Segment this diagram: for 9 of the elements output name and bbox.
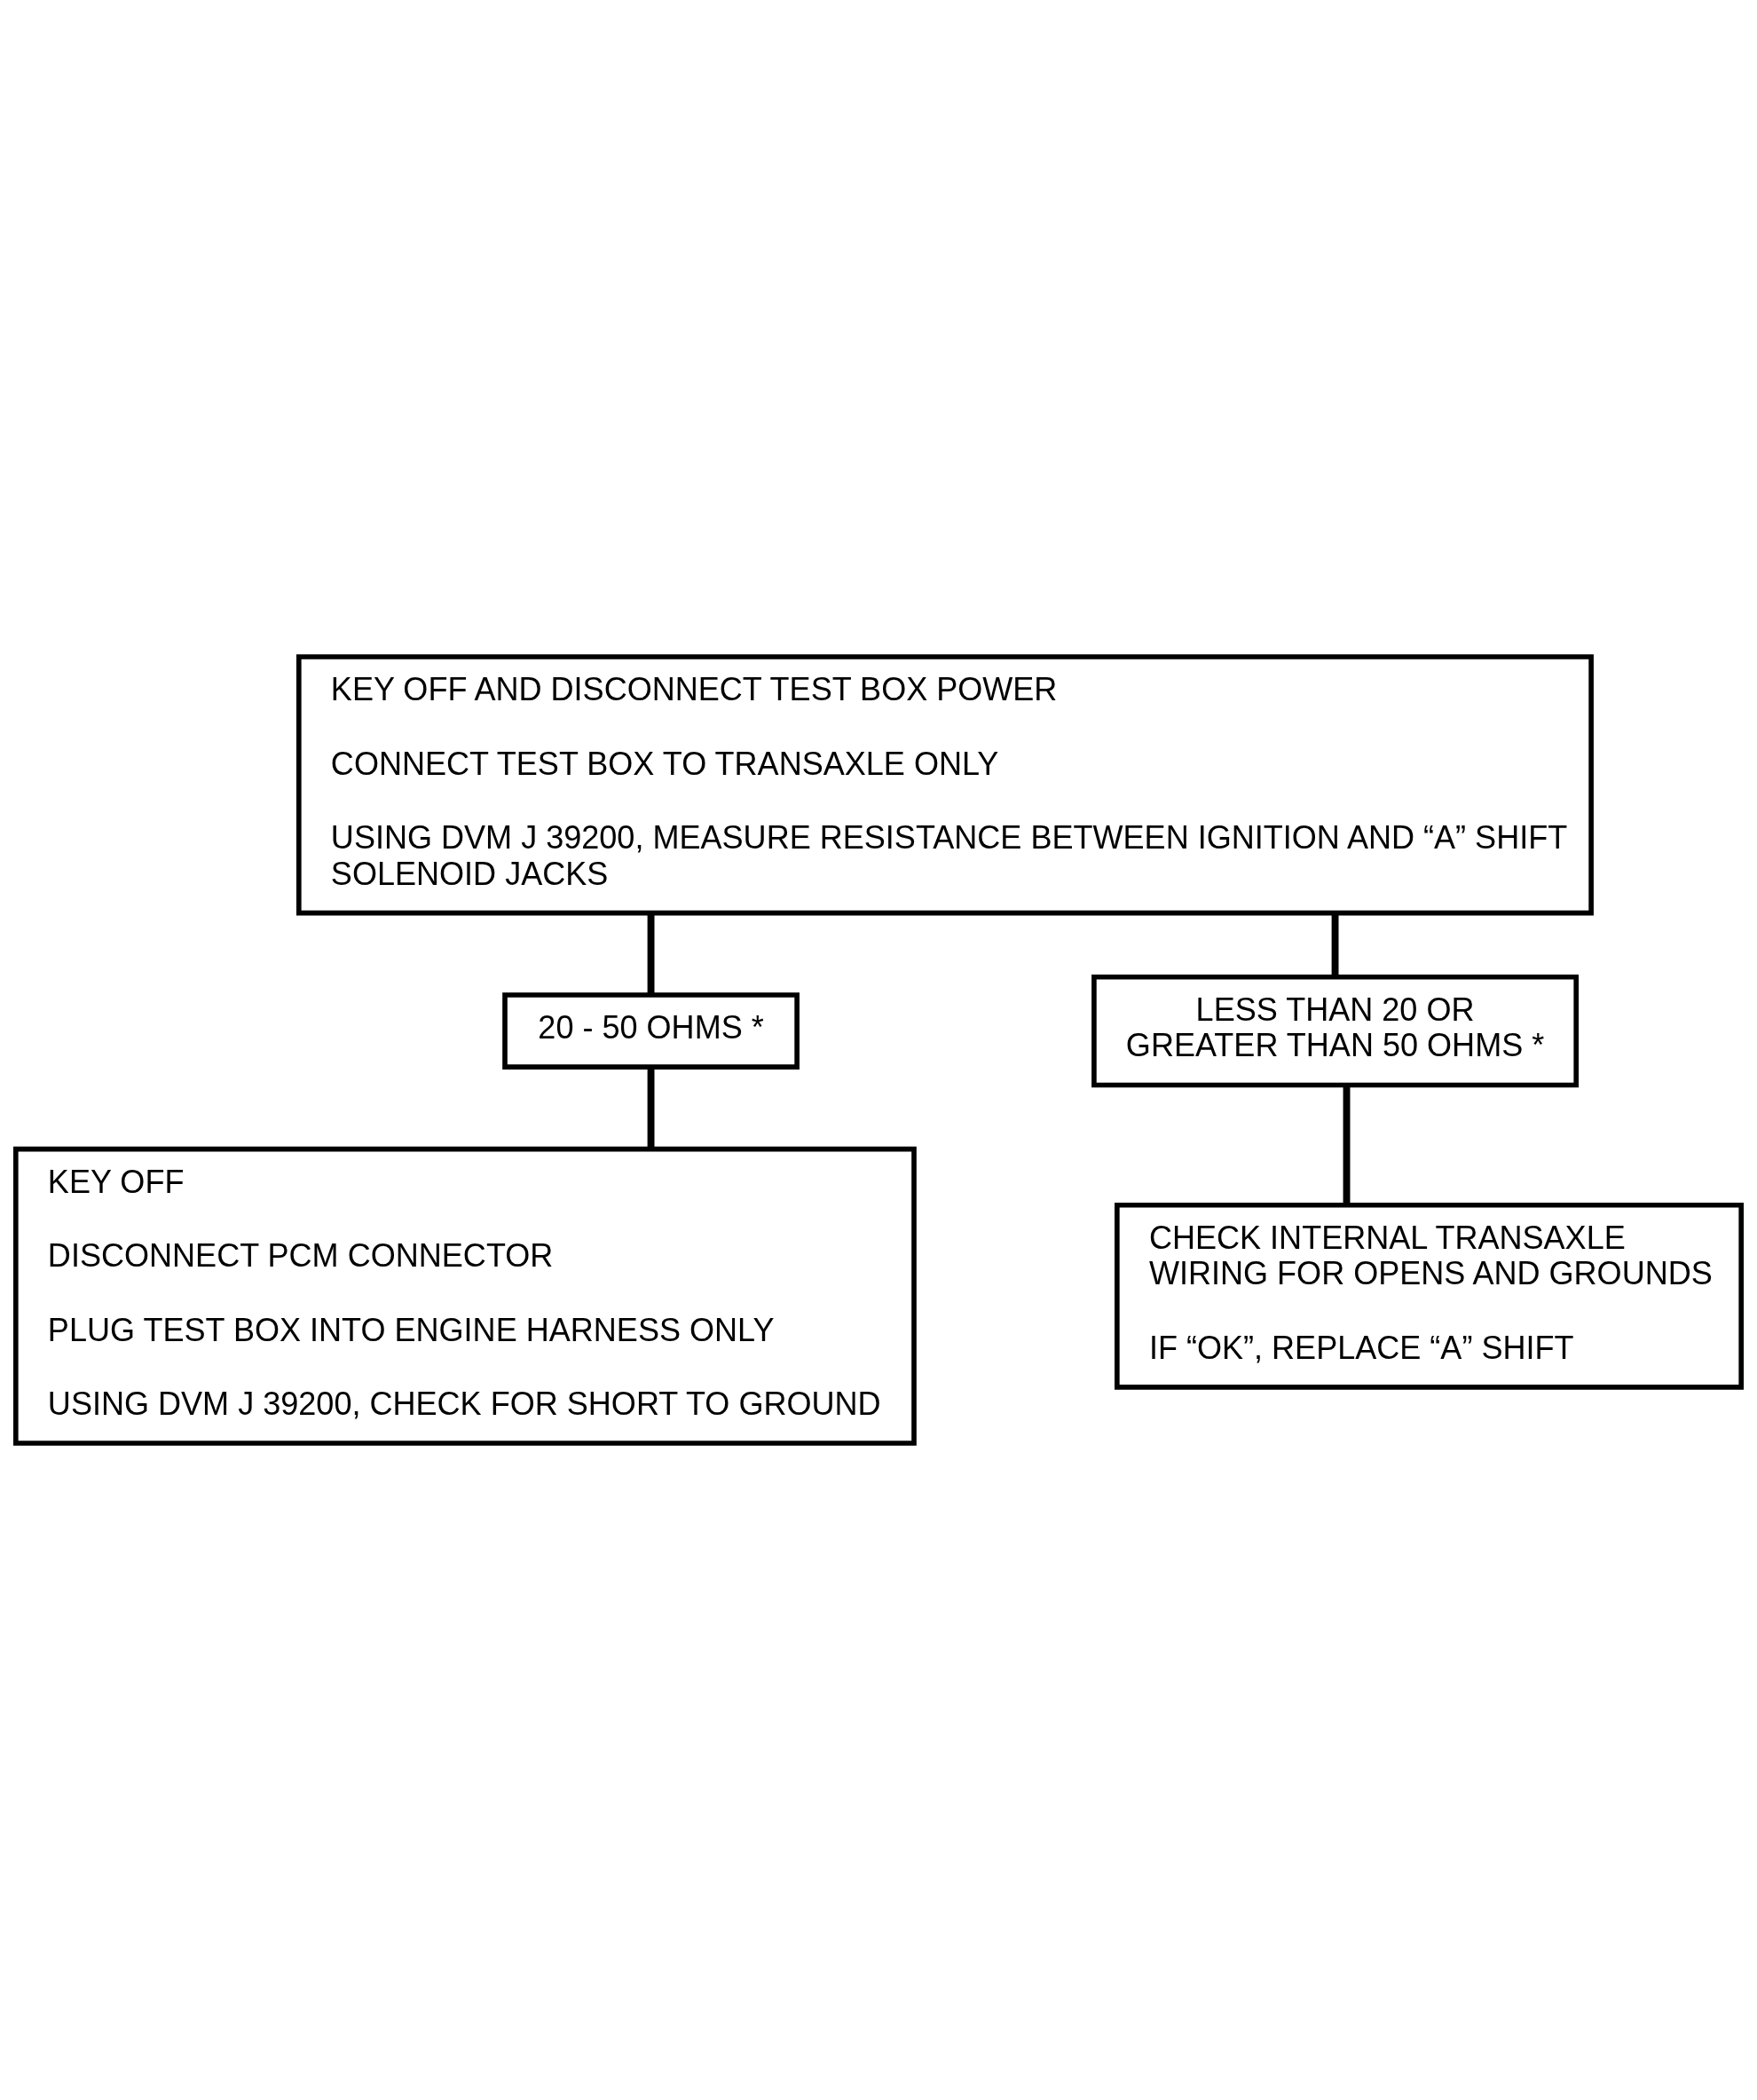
connector <box>1343 1085 1351 1205</box>
node-box: LESS THAN 20 OR GREATER THAN 50 OHMS * <box>1091 974 1580 1088</box>
node-box: CHECK INTERNAL TRANSAXLE WIRING FOR OPENS AND GROUNDS IF “OK”, REPLACE “A” SHIFT <box>1115 1202 1744 1390</box>
connector <box>1331 912 1339 977</box>
node-box: KEY OFF DISCONNECT PCM CONNECTOR PLUG TEST BOX INTO ENGINE HARNESS ONLY USING DVM J 39200, CHECK FOR SHORT TO GROUND <box>13 1146 917 1446</box>
connector <box>647 1067 655 1149</box>
node-box: 20 - 50 OHMS * <box>502 992 800 1070</box>
node-box: KEY OFF AND DISCONNECT TEST BOX POWER CONNECT TEST BOX TO TRANSAXLE ONLY USING DVM J 39200, MEASURE RESISTANCE BETWEEN IGNITION AND “A” SHIFT SOLENOID JACKS <box>296 654 1594 916</box>
connector <box>647 912 655 995</box>
